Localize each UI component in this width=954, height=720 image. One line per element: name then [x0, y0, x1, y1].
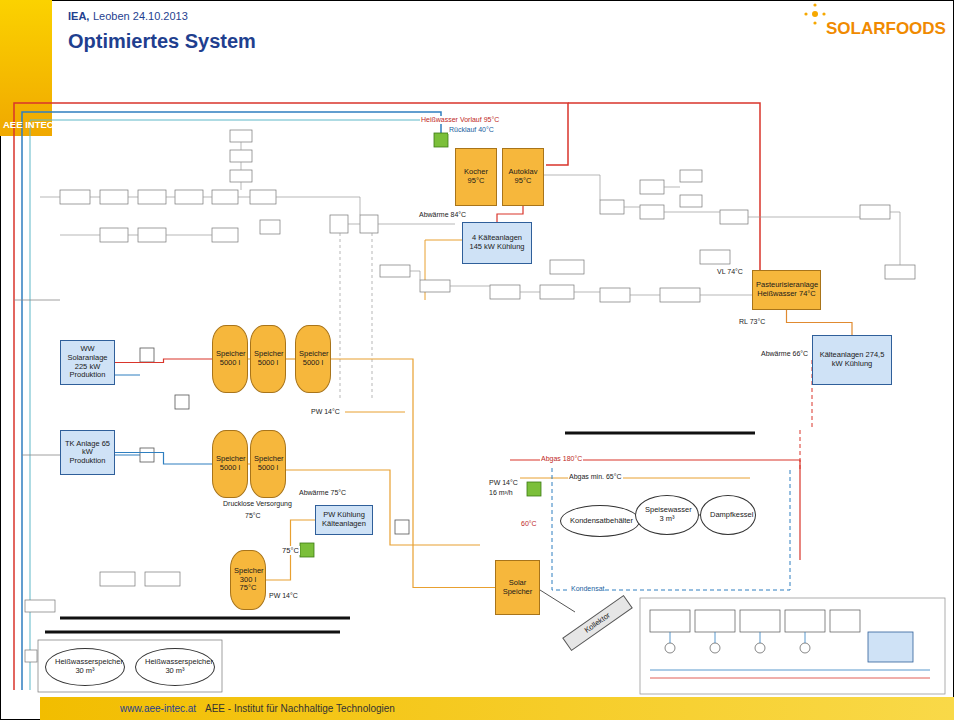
- feedwater-tank: Speisewasser 3 m³: [635, 495, 699, 535]
- cooling-box: 4 Kälteanlagen 145 kW Kühlung: [462, 222, 532, 264]
- node-text: Solar Speicher: [499, 579, 536, 596]
- pipe-label: PW 14°C: [488, 479, 519, 487]
- node-text: Speicher 300 l 75°C: [234, 567, 262, 593]
- pipe-label: Abwärme 66°C: [760, 350, 809, 358]
- node-text: Speisewasser 3 m³: [645, 506, 689, 523]
- pipe-connector: [497, 206, 523, 222]
- hot-water-tank: Heißwasserspeicher 30 m³: [45, 648, 125, 686]
- sun-icon: [804, 3, 825, 24]
- node-text: Heißwasserspeicher 30 m³: [145, 658, 205, 675]
- footer-institute: AEE - Institut für Nachhaltige Technolog…: [205, 703, 395, 714]
- vessel-box: Autoklav 95°C: [502, 148, 544, 206]
- footer-url: www.aee-intec.at: [120, 703, 196, 714]
- node-text: Kondensatbehälter: [570, 517, 630, 526]
- pipe-label: Abgas 180°C: [540, 455, 583, 463]
- node-text: Speicher 5000 l: [216, 455, 244, 472]
- node-text: Speicher 5000 l: [254, 455, 282, 472]
- node-text: Pasteurisieranlage Heißwasser 74°C: [756, 281, 817, 298]
- pipe-connector: [286, 358, 295, 359]
- cooling-box: PW Kühlung Kälteanlagen: [315, 505, 373, 535]
- node-text: Dampfkessel: [710, 511, 746, 520]
- pipe-label: Drucklose Versorgung: [222, 500, 293, 508]
- pipe-connector: [115, 359, 212, 363]
- pipe-label: RL 73°C: [738, 318, 766, 326]
- node-text: TK Anlage 65 kW Produktion: [64, 440, 111, 466]
- pipe-label: 75°C: [281, 546, 300, 555]
- condensate-tank: Kondensatbehälter: [560, 505, 640, 537]
- pipe-label: Abwärme 84°C: [418, 211, 467, 219]
- storage-tank: Speicher 5000 l: [250, 430, 286, 498]
- pipe-connector: [331, 359, 495, 588]
- event-name: IEA,: [68, 10, 89, 22]
- node-text: Autoklav 95°C: [506, 168, 540, 185]
- storage-tank: Speicher 5000 l: [212, 430, 248, 498]
- solar-storage: Solar Speicher: [495, 560, 540, 615]
- pipe-label: PW 14°C: [268, 592, 299, 600]
- cooling-box: Kälteanlagen 274,5 kW Kühlung: [812, 335, 892, 385]
- storage-tank: Speicher 5000 l: [250, 325, 286, 393]
- node-text: Speicher 5000 l: [299, 350, 327, 367]
- solar-plant-box: TK Anlage 65 kW Produktion: [60, 430, 115, 475]
- node-text: WW Solaranlage 225 kW Produktion: [64, 345, 111, 380]
- footer-bar: [40, 697, 954, 720]
- logo-block: [0, 0, 52, 136]
- brand-logo: AEE INTEC: [3, 120, 54, 130]
- heat-exchangers: [300, 133, 914, 624]
- storage-tank: Speicher 5000 l: [212, 325, 248, 393]
- pipe-label: PW 14°C: [310, 408, 341, 416]
- node-text: Kocher 95°C: [459, 168, 493, 185]
- pipe-label: VL 74°C: [716, 268, 744, 276]
- node-text: PW Kühlung Kälteanlagen: [319, 511, 369, 528]
- process-lines: [40, 142, 900, 400]
- brand-logo: SOLARFOODS: [826, 20, 946, 39]
- node-text: Kälteanlagen 274,5 kW Kühlung: [816, 351, 888, 368]
- pipe-label: Heißwasser Vorlauf 95°C: [420, 116, 500, 124]
- pipe-connector: [266, 520, 315, 580]
- node-text: Speicher 5000 l: [216, 350, 244, 367]
- node-text: Speicher 5000 l: [254, 350, 282, 367]
- hot-water-tank: Heißwasserspeicher 30 m³: [135, 648, 215, 686]
- slide-title: Optimiertes System: [68, 30, 256, 53]
- bottom-right-panel: [640, 598, 945, 694]
- tank-frame: [38, 640, 222, 692]
- pipe-label: Abwärme 75°C: [298, 489, 347, 497]
- steam-boiler: Dampfkessel: [700, 495, 756, 535]
- pipe-label: 16 m³/h: [488, 489, 514, 497]
- pipe-connector: [787, 310, 853, 335]
- pipe-label: Abgas min. 65°C: [568, 473, 623, 481]
- process-boxes: [25, 130, 915, 662]
- pipe-label: 60°C: [520, 520, 538, 528]
- node-text: 4 Kälteanlagen 145 kW Kühlung: [466, 234, 528, 251]
- pipe-label: Kondensat: [570, 585, 605, 593]
- pipe-connector: [115, 453, 212, 465]
- vessel-box: Pasteurisieranlage Heißwasser 74°C: [752, 270, 821, 310]
- event-date: Leoben 24.10.2013: [93, 10, 188, 22]
- solar-plant-box: WW Solaranlage 225 kW Produktion: [60, 340, 115, 385]
- storage-tank: Speicher 5000 l: [295, 325, 331, 393]
- pipe-label: 75°C: [244, 512, 262, 520]
- collector-field: Kollektor: [562, 595, 633, 651]
- node-text: Heißwasserspeicher 30 m³: [55, 658, 115, 675]
- storage-tank: Speicher 300 l 75°C: [230, 550, 266, 610]
- node-text: Kollektor: [568, 600, 628, 645]
- vessel-box: Kocher 95°C: [455, 148, 497, 206]
- pipe-label: Rücklauf 40°C: [448, 126, 495, 134]
